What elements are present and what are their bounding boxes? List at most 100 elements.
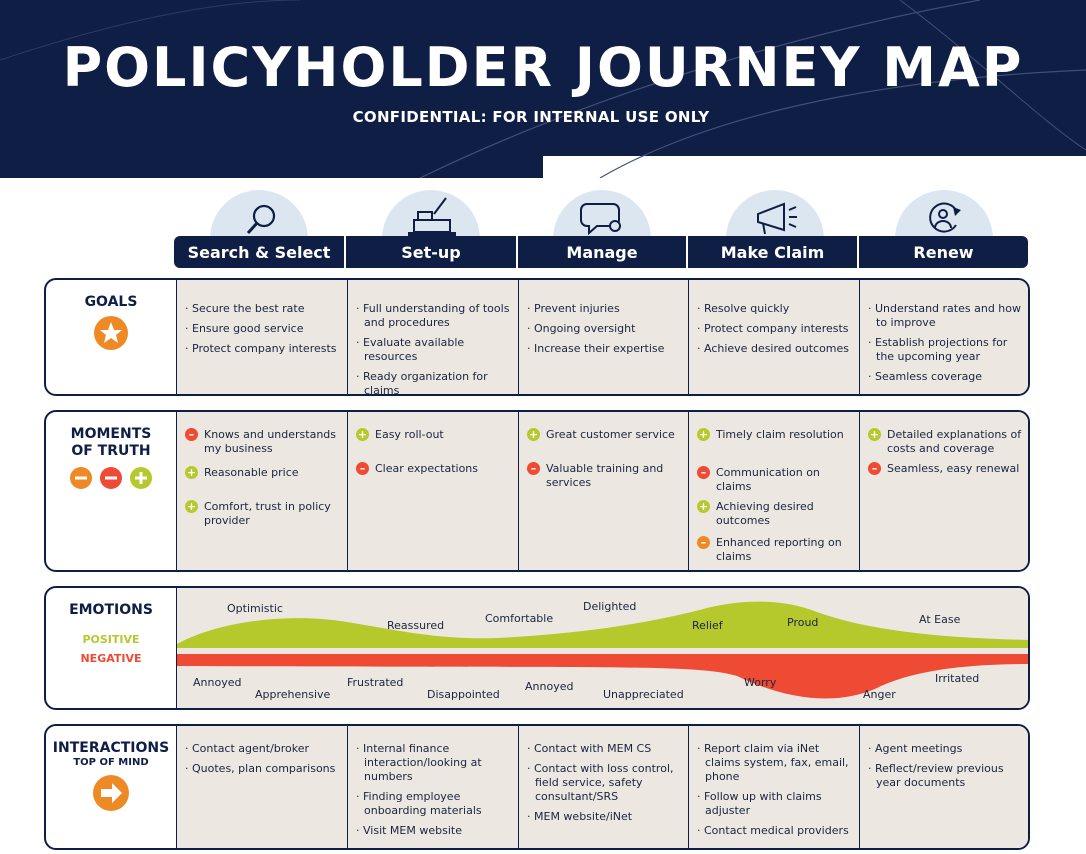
moment-text: Valuable training and services (546, 462, 664, 489)
plus-positive-icon: + (697, 428, 710, 441)
moment-of-truth-item: –Knows and understands my business (185, 428, 343, 456)
moment-of-truth-item: +Achieving desired outcomes (697, 500, 855, 528)
interaction-item: Internal finance interaction/looking at … (356, 742, 510, 784)
interactions-cell-manage: Contact with MEM CS Contact with loss con… (518, 726, 688, 848)
moments-cell-setup: +Easy roll-out–Clear expectations (347, 412, 518, 570)
goal-item: Seamless coverage (868, 370, 1022, 384)
goal-item: Ongoing oversight (527, 322, 680, 336)
minus-negative-icon: – (868, 462, 881, 475)
negative-label: NEGATIVE (80, 652, 142, 665)
moment-of-truth-item: –Clear expectations (356, 462, 514, 476)
interaction-item: Finding employee onboarding materials (356, 790, 510, 818)
emotion-at-ease: At Ease (919, 613, 961, 626)
moment-text: Seamless, easy renewal (887, 462, 1020, 475)
emotion-frustrated: Frustrated (347, 676, 404, 689)
emotions-label-block: EMOTIONS POSITIVE NEGATIVE (46, 588, 176, 665)
person-refresh-icon (895, 190, 993, 250)
moments-label-line1: MOMENTS (70, 426, 152, 442)
interactions-label-line1: INTERACTIONS (52, 740, 170, 756)
emotion-annoyed-2: Annoyed (525, 680, 574, 693)
emotion-apprehensive: Apprehensive (255, 688, 331, 701)
moment-text: Knows and understands my business (204, 428, 337, 455)
goals-row: GOALS Secure the best rateEnsure good se… (44, 278, 1030, 396)
interactions-list: Agent meetingsReflect/review previous ye… (868, 742, 1022, 790)
interactions-list: Contact with MEM CS Contact with loss con… (527, 742, 680, 824)
moment-of-truth-item: –Valuable training and services (527, 462, 685, 490)
minus-neutral-icon: – (697, 536, 710, 549)
moments-label-line2: OF TRUTH (71, 443, 151, 459)
moment-text: Communication on claims (716, 466, 820, 493)
moment-of-truth-item: –Enhanced reporting on claims (697, 536, 855, 564)
goals-list: Prevent injuriesOngoing oversightIncreas… (527, 302, 680, 356)
goals-cell-setup: Full understanding of tools and procedur… (347, 280, 518, 394)
interaction-item: Visit MEM website (356, 824, 510, 838)
emotion-worry: Worry (744, 676, 777, 689)
moments-cell-manage: +Great customer service–Valuable trainin… (518, 412, 688, 570)
page-subtitle: CONFIDENTIAL: FOR INTERNAL USE ONLY (352, 108, 710, 126)
header-banner: POLICYHOLDER JOURNEY MAP CONFIDENTIAL: F… (0, 0, 1086, 178)
emotion-unappreciated: Unappreciated (603, 688, 684, 701)
interaction-item: Contact with loss control, field service… (527, 762, 680, 804)
magnifier-icon (210, 190, 308, 250)
plus-positive-icon: + (185, 500, 198, 513)
emotion-disappointed: Disappointed (427, 688, 500, 701)
moment-of-truth-item: + Reasonable price (185, 466, 343, 480)
interactions-cell-renew: Agent meetingsReflect/review previous ye… (859, 726, 1028, 848)
moment-text: Comfort, trust in policy provider (204, 500, 331, 527)
goal-item: Protect company interests (185, 342, 339, 356)
plus-positive-icon: + (185, 466, 198, 479)
moment-text: Timely claim resolution (716, 428, 844, 441)
arrow-right-icon (93, 775, 129, 811)
emotion-annoyed: Annoyed (193, 676, 242, 689)
moment-of-truth-item: + Timely claim resolution (697, 428, 855, 442)
interaction-item: Agent meetings (868, 742, 1022, 756)
goal-item: Increase their expertise (527, 342, 680, 356)
goals-list: Full understanding of tools and procedur… (356, 302, 510, 394)
interactions-list: Contact agent/brokerQuotes, plan compari… (185, 742, 339, 776)
interaction-item: Contact with MEM CS (527, 742, 680, 756)
interactions-cell-setup: Internal finance interaction/looking at … (347, 726, 518, 848)
emotion-reassured: Reassured (387, 619, 445, 632)
page-title: POLICYHOLDER JOURNEY MAP (62, 36, 1024, 99)
emotion-irritated: Irritated (935, 672, 980, 685)
moment-of-truth-item: + Comfort, trust in policy provider (185, 500, 343, 528)
moment-of-truth-item: –Communication on claims (697, 466, 855, 494)
moments-cell-renew: +Detailed explanations of costs and cove… (859, 412, 1028, 570)
megaphone-icon (726, 190, 824, 250)
negative-emotion-curve (177, 654, 1028, 699)
emotions-row: EMOTIONS POSITIVE NEGATIVE Optimistic Re… (44, 586, 1030, 710)
positive-emotion-curve (177, 601, 1028, 648)
goals-list: Understand rates and how to improveEstab… (868, 302, 1022, 384)
goal-item: Achieve desired outcomes (697, 342, 851, 356)
interaction-item: MEM website/iNet (527, 810, 680, 824)
interactions-cell-claim: Report claim via iNet claims system, fax… (688, 726, 859, 848)
interaction-item: Follow up with claims adjuster (697, 790, 851, 818)
goal-item: Ready organization for claims (356, 370, 510, 394)
interactions-list: Report claim via iNet claims system, fax… (697, 742, 851, 838)
emotion-anger: Anger (863, 688, 896, 701)
stage-set-up: Set-up (346, 236, 516, 268)
goal-item: Ensure good service (185, 322, 339, 336)
moment-text: Reasonable price (204, 466, 299, 479)
moment-text: Achieving desired outcomes (716, 500, 814, 527)
minus-red-icon (100, 467, 122, 489)
moment-of-truth-item: +Detailed explanations of costs and cove… (868, 428, 1026, 456)
header-background (0, 0, 1086, 178)
moment-of-truth-item: –Seamless, easy renewal (868, 462, 1026, 476)
interaction-item: Reflect/review previous year documents (868, 762, 1022, 790)
moments-cell-search: –Knows and understands my business + Reaso… (176, 412, 347, 570)
desk-lamp-icon (382, 190, 480, 250)
stage-make-claim: Make Claim (688, 236, 857, 268)
stage-renew: Renew (859, 236, 1028, 268)
moments-row: MOMENTS OF TRUTH –Knows and understands … (44, 410, 1030, 572)
interactions-row: INTERACTIONS TOP OF MIND Contact agent/b… (44, 724, 1030, 850)
interaction-item: Contact medical providers (697, 824, 851, 838)
goals-label: GOALS (84, 294, 138, 310)
goals-list: Secure the best rateEnsure good serviceP… (185, 302, 339, 356)
goals-list: Resolve quicklyProtect company interests… (697, 302, 851, 356)
interaction-item: Contact agent/broker (185, 742, 339, 756)
emotion-delighted: Delighted (583, 600, 637, 613)
moment-text: Enhanced reporting on claims (716, 536, 842, 563)
minus-negative-icon: – (527, 462, 540, 475)
moment-text: Clear expectations (375, 462, 479, 475)
